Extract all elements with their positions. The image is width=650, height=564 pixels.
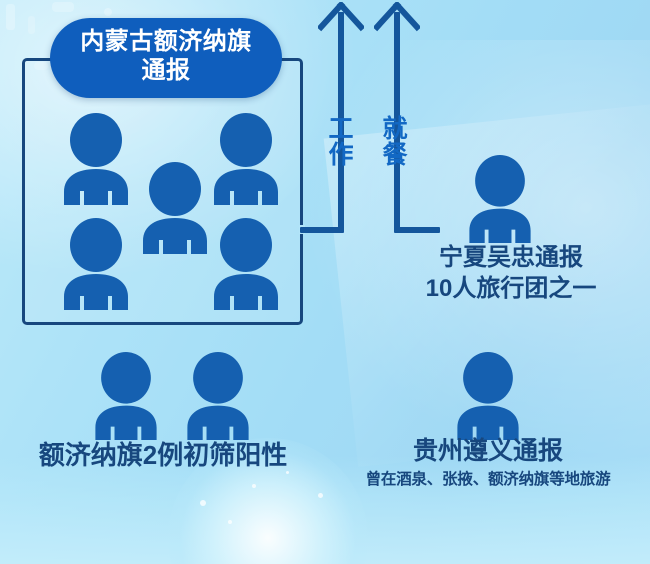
- spark-3: [318, 493, 323, 498]
- arrow-dining-label: 就 餐: [381, 116, 409, 169]
- arrow-work-label-char1: 工: [328, 115, 354, 143]
- arrow-work-label: 工 作: [327, 116, 355, 169]
- person-ejina-left: [88, 352, 164, 440]
- person-box-bottom-right: [208, 218, 284, 310]
- decor-shape-2: [28, 16, 35, 34]
- spark-1: [200, 500, 206, 506]
- label-zunyi-sub: 曾在酒泉、张掖、额济纳旗等地旅游: [365, 471, 611, 488]
- arrow-work-head: [318, 2, 364, 32]
- title-badge: 内蒙古额济纳旗 通报: [50, 18, 282, 98]
- person-box-center: [137, 162, 213, 254]
- decor-shape-1: [6, 4, 15, 30]
- label-ejina-cases: 额济纳旗2例初筛阳性: [8, 440, 318, 471]
- person-zunyi: [450, 352, 526, 440]
- label-ejina-cases-line1: 额济纳旗2例初筛阳性: [38, 440, 288, 470]
- person-box-top-left: [58, 113, 134, 205]
- arrow-dining-head: [374, 2, 420, 32]
- person-ningxia: [462, 155, 538, 243]
- person-box-top-right: [208, 113, 284, 205]
- label-zunyi-line1: 贵州遵义通报: [412, 437, 563, 465]
- spark-5: [228, 520, 232, 524]
- title-badge-line2: 通报: [141, 57, 191, 85]
- arrow-dining-label-char2: 餐: [382, 141, 408, 170]
- spark-4: [286, 471, 289, 474]
- arrow-dining-shaft: [394, 12, 400, 230]
- label-zunyi: 贵州遵义通报 曾在酒泉、张掖、额济纳旗等地旅游: [332, 436, 644, 490]
- person-ejina-right: [180, 352, 256, 440]
- person-box-bottom-left: [58, 218, 134, 310]
- arrow-work-elbow: [300, 227, 344, 233]
- title-badge-line1: 内蒙古额济纳旗: [80, 28, 252, 55]
- label-ningxia-line1: 宁夏吴忠通报: [439, 244, 583, 271]
- arrow-dining-elbow: [394, 227, 440, 233]
- spark-2: [252, 484, 256, 488]
- arrow-work-shaft: [338, 12, 344, 230]
- arrow-work-label-char2: 作: [328, 141, 354, 170]
- arrow-dining-label-char1: 就: [382, 115, 408, 143]
- decor-shape-3: [52, 2, 74, 12]
- decor-shape-6: [104, 8, 112, 16]
- label-ningxia: 宁夏吴忠通报 10人旅行团之一: [395, 243, 627, 304]
- label-ningxia-line2: 10人旅行团之一: [425, 274, 597, 302]
